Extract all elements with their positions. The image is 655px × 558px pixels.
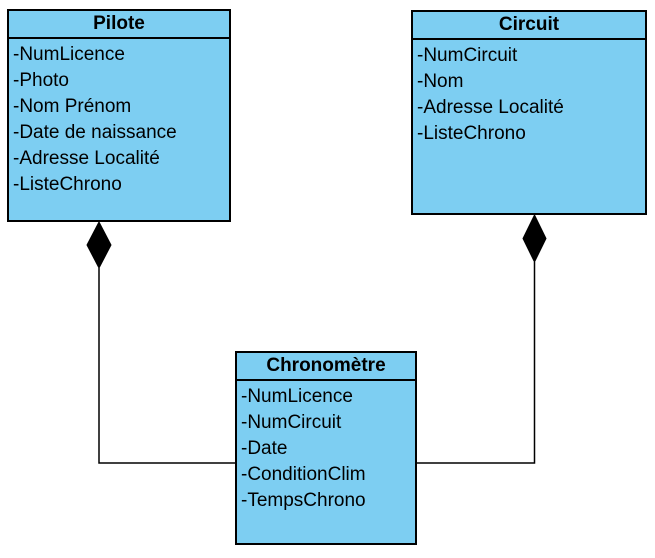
attribute: -Adresse Localité [417, 97, 564, 118]
attribute: -Photo [13, 70, 69, 91]
class-title-chronometre: Chronomètre [237, 353, 415, 381]
class-box-circuit[interactable]: Circuit -NumCircuit -Nom -Adresse Locali… [411, 10, 647, 215]
attribute: -Nom [417, 71, 464, 92]
composition-diamond-icon [86, 220, 112, 270]
class-box-pilote[interactable]: Pilote -NumLicence -Photo -Nom Prénom -D… [7, 9, 231, 222]
attribute: -TempsChrono [241, 490, 366, 511]
composition-diamond-icon [522, 213, 547, 264]
attribute: -ListeChrono [13, 174, 122, 195]
class-attributes-chronometre: -NumLicence -NumCircuit -Date -Condition… [237, 381, 415, 514]
class-attributes-circuit: -NumCircuit -Nom -Adresse Localité -List… [413, 40, 645, 147]
class-attributes-pilote: -NumLicence -Photo -Nom Prénom -Date de … [9, 39, 229, 198]
attribute: -NumCircuit [417, 45, 518, 66]
class-title-circuit: Circuit [413, 12, 645, 40]
attribute: -NumCircuit [241, 412, 342, 433]
attribute: -Adresse Localité [13, 148, 160, 169]
attribute: -Date de naissance [13, 122, 177, 143]
attribute: -ConditionClim [241, 464, 366, 485]
connector-circuit-chronometre[interactable] [417, 262, 536, 464]
attribute: -ListeChrono [417, 123, 526, 144]
class-title-pilote: Pilote [9, 11, 229, 39]
attribute: -NumLicence [241, 386, 353, 407]
connector-pilote-chronometre[interactable] [98, 268, 235, 464]
attribute: -Nom Prénom [13, 96, 132, 117]
attribute: -Date [241, 438, 288, 459]
attribute: -NumLicence [13, 44, 125, 65]
class-box-chronometre[interactable]: Chronomètre -NumLicence -NumCircuit -Dat… [235, 351, 417, 545]
